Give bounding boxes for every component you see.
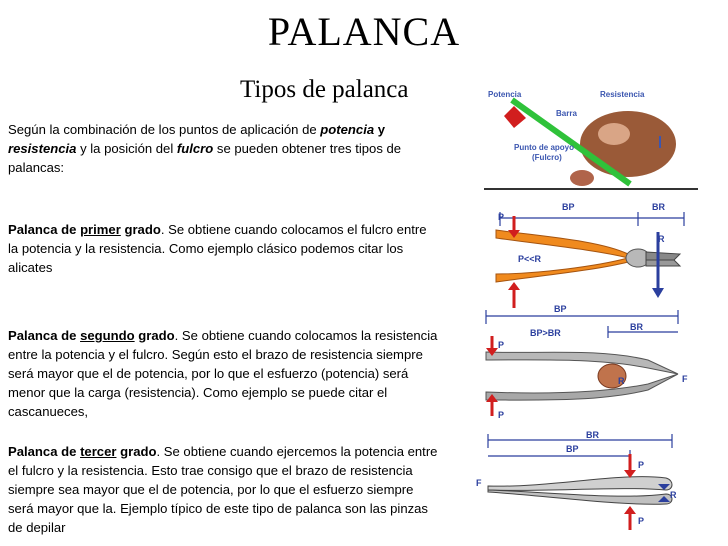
barra-label: Barra — [556, 109, 577, 118]
f-label: F — [682, 374, 688, 384]
br-label: BR — [586, 430, 599, 440]
bp-label: BP — [566, 444, 579, 454]
tweezers-diagram: BR BP F P R P — [476, 430, 677, 530]
force-arrow — [504, 106, 526, 128]
br-label: BR — [652, 202, 665, 212]
pliers-diagram: BP BR P R P<<R — [495, 202, 685, 308]
fulcro-label: (Fulcro) — [532, 153, 562, 162]
p-bottom-label: P — [498, 410, 504, 420]
fulcrum-rock — [570, 170, 594, 186]
f-label: F — [476, 478, 482, 488]
lever-bar — [510, 97, 632, 187]
tweezers-top — [487, 476, 673, 491]
relation-label: BP>BR — [530, 328, 561, 338]
potencia-label: Potencia — [488, 90, 522, 99]
bp-label: BP — [554, 304, 567, 314]
nutcracker-arm-bottom — [485, 373, 679, 401]
nut-shape — [597, 363, 627, 389]
rock-shape — [580, 111, 676, 177]
pliers-handle-bottom — [495, 257, 629, 283]
p-top-label: P — [498, 340, 504, 350]
intro-paragraph: Según la combinación de los puntos de ap… — [8, 122, 402, 175]
br-label: BR — [630, 322, 643, 332]
resistencia-label: Resistencia — [600, 90, 645, 99]
tweezers-bottom — [487, 489, 673, 505]
r-label: R — [670, 490, 677, 500]
relation-label: P<<R — [518, 254, 542, 264]
p-top-label: P — [638, 460, 644, 470]
nutcracker-arm-top — [485, 351, 679, 375]
bp-label: BP — [562, 202, 575, 212]
page-title: PALANCA — [267, 9, 461, 54]
p-label: P — [498, 212, 504, 222]
lever-diagram: Potencia Barra Resistencia Punto de apoy… — [484, 90, 698, 190]
third-degree-paragraph: Palanca de tercer grado. Se obtiene cuan… — [8, 444, 438, 535]
r-label: R — [658, 234, 665, 244]
nutcracker-diagram: BP BR BP>BR P R F P — [485, 304, 688, 420]
page-subtitle: Tipos de palanca — [240, 76, 409, 103]
second-degree-paragraph: Palanca de segundo grado. Se obtiene cua… — [8, 328, 438, 419]
p-bottom-label: P — [638, 516, 644, 526]
r-label: R — [618, 376, 625, 386]
apoyo-label: Punto de apoyo — [514, 143, 574, 152]
first-degree-paragraph: Palanca de primer grado. Se obtiene cuan… — [8, 222, 427, 275]
rock-highlight — [598, 123, 630, 145]
